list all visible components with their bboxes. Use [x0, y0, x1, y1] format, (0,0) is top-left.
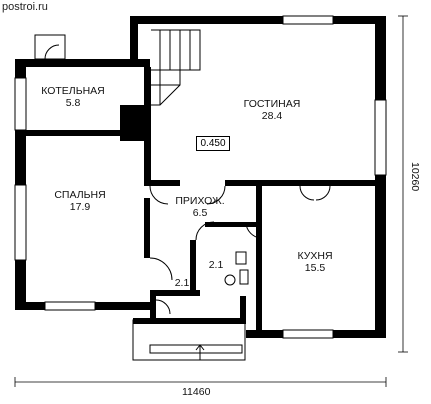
room-name: ГОСТИНАЯ: [243, 98, 301, 110]
width-dimension: 11460: [182, 386, 211, 398]
height-dimension: 10260: [409, 162, 421, 192]
stairs: [151, 29, 201, 106]
room-name: ПРИХОЖ.: [175, 195, 225, 207]
room-label-boiler: КОТЕЛЬНАЯ 5.8: [28, 85, 118, 109]
room-area: 17.9: [69, 201, 91, 213]
room-name: СПАЛЬНЯ: [54, 189, 106, 201]
room-area: 6.5: [192, 207, 208, 219]
room-area: 28.4: [261, 110, 283, 122]
interior-walls: [26, 67, 377, 338]
room-label-kitchen: КУХНЯ 15.5: [285, 250, 345, 274]
room-name: КОТЕЛЬНАЯ: [41, 85, 105, 97]
room-label-living: ГОСТИНАЯ 28.4: [232, 98, 312, 122]
room-name: КУХНЯ: [297, 250, 333, 262]
room-area: 15.5: [304, 262, 326, 274]
entrance-stub: [34, 34, 66, 60]
room-area: 5.8: [65, 97, 81, 109]
porch: [132, 319, 246, 361]
room-label-hallway: ПРИХОЖ. 6.5: [170, 195, 230, 219]
small-area-left: 2.1: [174, 277, 190, 289]
site-watermark: postroi.ru: [2, 1, 48, 13]
small-area-right: 2.1: [208, 259, 224, 271]
room-label-bedroom: СПАЛЬНЯ 17.9: [45, 189, 115, 213]
fixtures: [224, 251, 249, 286]
elevation-mark: 0.450: [196, 136, 230, 151]
door-swings: [149, 185, 331, 315]
dimension-lines: [14, 15, 408, 387]
windows: [14, 15, 387, 354]
